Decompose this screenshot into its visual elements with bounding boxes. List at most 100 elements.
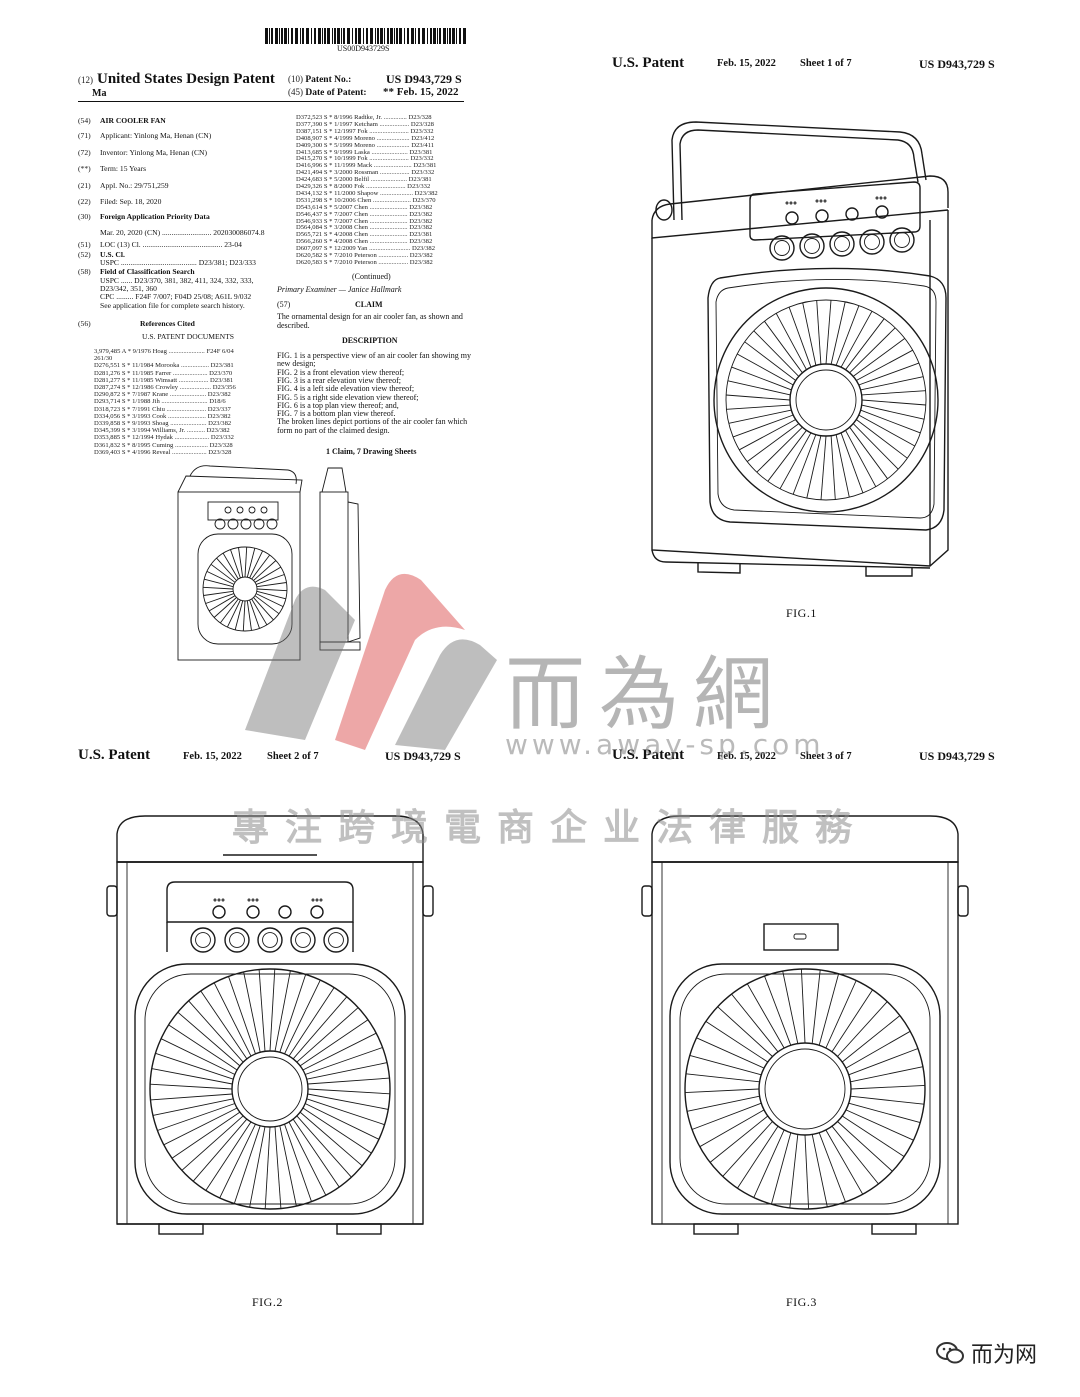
grille-spoke — [848, 1048, 919, 1076]
control-knob — [290, 927, 316, 953]
grille-spoke — [264, 1126, 271, 1209]
description-line: FIG. 5 is a right side elevation view th… — [277, 392, 419, 402]
field-row: (**)Term: 15 Years — [78, 164, 146, 173]
grille-spoke — [746, 983, 785, 1049]
date-value: Feb. 15, 2022 — [396, 86, 459, 98]
reference-row: D334,056 S * 3/1993 Cook ...............… — [94, 412, 231, 420]
reference-row: D416,996 S * 11/1999 Mack ..............… — [296, 162, 437, 170]
description-line: new design; — [277, 359, 316, 369]
grille-spoke — [775, 313, 807, 370]
field-text: Field of Classification Search — [100, 267, 195, 276]
control-knob — [323, 927, 349, 953]
reference-row: D287,274 S * 12/1986 Crowley ...........… — [94, 384, 236, 391]
grille-spoke — [728, 409, 792, 424]
control-knob-inner — [295, 932, 311, 948]
reference-row: D546,933 S * 7/2007 Chen ...............… — [296, 217, 433, 225]
claims-sheets: 1 Claim, 7 Drawing Sheets — [326, 447, 417, 456]
claim-heading: CLAIM — [355, 300, 383, 309]
grille-spoke — [171, 1111, 241, 1159]
field-code: (54) — [78, 116, 91, 125]
description-line: FIG. 7 is a bottom plan view thereof. — [277, 409, 396, 419]
reference-row: D377,390 S * 1/1997 Ketcham ............… — [296, 120, 434, 128]
grille-spoke — [152, 1098, 234, 1116]
grille-spoke — [202, 586, 234, 590]
watermark-brand: 而為網 — [505, 648, 787, 741]
grille-spoke — [736, 353, 794, 386]
grille-spoke — [188, 1000, 244, 1063]
grille-spoke — [739, 419, 796, 451]
date-label: Date of Patent: — [305, 88, 367, 98]
grille-spoke — [242, 600, 246, 632]
grille-spoke — [253, 597, 274, 621]
grille-spoke — [788, 306, 812, 368]
description-line: form no part of the claimed design. — [277, 425, 390, 435]
control-knob-inner — [834, 236, 850, 252]
sheet1-sheet-number: Sheet 1 of 7 — [800, 58, 852, 69]
grille-spoke — [274, 1126, 282, 1209]
grille-spoke — [299, 1111, 363, 1167]
grille-spoke — [254, 595, 280, 615]
control-knob-inner — [804, 238, 820, 254]
grille-spoke — [722, 1121, 773, 1177]
control-knob — [190, 927, 216, 953]
grille-spoke — [288, 1121, 327, 1196]
grille-spoke — [841, 1115, 905, 1157]
code-45: (45) — [288, 87, 303, 97]
grille-spoke — [222, 552, 239, 580]
grille-spoke — [284, 1123, 312, 1202]
field-row: CPC ......... F24F 7/007; F04D 25/08; A6… — [78, 292, 251, 301]
field-code: (**) — [78, 164, 91, 173]
grille-spoke — [850, 1084, 925, 1090]
description-line: FIG. 1 is a perspective view of an air c… — [277, 351, 471, 360]
grille-spoke — [816, 300, 822, 365]
reference-row: D531,298 S * 10/2006 Chen ..............… — [296, 196, 436, 204]
description-line: FIG. 2 is a front elevation view thereof… — [277, 367, 405, 377]
field-text: Applicant: Yinlong Ma, Henan (CN) — [100, 131, 212, 140]
field-code: (52) — [78, 250, 91, 259]
grille-spoke — [818, 973, 840, 1046]
grille-spoke — [825, 1129, 864, 1195]
patent-no-line: (10) Patent No.: — [288, 74, 351, 85]
grille-spoke — [210, 563, 236, 583]
field-text: AIR COOLER FAN — [100, 116, 166, 125]
field-code: (72) — [78, 148, 91, 157]
patent-type-line: (12) United States Design Patent — [78, 70, 275, 88]
field-row: USPC ...................................… — [78, 258, 256, 267]
grille-spoke — [219, 1123, 256, 1199]
grille-spoke — [845, 318, 885, 370]
grille-spoke — [157, 1103, 236, 1131]
field-row: U.S. PATENT DOCUMENTS — [78, 332, 234, 341]
field-row: USPC ...... D23/370, 381, 382, 411, 324,… — [78, 276, 254, 285]
grille-spoke — [205, 1121, 252, 1191]
grille-spoke — [238, 547, 244, 578]
grille-spoke — [804, 1134, 810, 1209]
wechat-account-name: 而为网 — [971, 1343, 1038, 1368]
reference-row: D293,714 S * 1/1988 Jih ................… — [94, 398, 226, 406]
grille-spoke — [205, 593, 235, 604]
patent-number: US D943,729 S — [386, 72, 462, 86]
grille-spoke — [163, 1107, 238, 1146]
control-knob — [859, 229, 885, 255]
field-text: References Cited — [140, 319, 195, 328]
description-line: FIG. 3 is a rear elevation view thereof; — [277, 375, 401, 385]
grille-spoke — [150, 1083, 233, 1090]
grille-spoke — [292, 996, 348, 1060]
field-text: U.S. PATENT DOCUMENTS — [142, 332, 234, 341]
control-knob — [829, 231, 855, 257]
reference-row: D361,832 S * 8/1995 Cuming .............… — [94, 441, 233, 449]
watermark-url: www.away-sp.com — [505, 728, 825, 761]
sheet2-patent-label: U.S. Patent — [78, 747, 151, 763]
grille-spoke — [800, 969, 806, 1044]
patent-type: United States Design Patent — [97, 71, 275, 87]
field-row: (72)Inventor: Yinlong Ma, Henan (CN) — [78, 148, 207, 157]
reference-row: D564,084 S * 3/2008 Chen ...............… — [296, 224, 433, 232]
sheet1-date: Feb. 15, 2022 — [717, 58, 776, 69]
grille-spoke — [255, 574, 285, 585]
grille-spoke — [253, 560, 277, 581]
description-line: FIG. 6 is a top plan view thereof; and, — [277, 400, 399, 410]
reference-row: D353,885 S * 12/1994 Hydak .............… — [94, 434, 234, 442]
field-text: Appl. No.: 29/751,259 — [100, 181, 169, 190]
grille-spoke — [753, 1129, 785, 1198]
grille-spoke — [299, 1019, 369, 1067]
control-knob-inner — [864, 234, 880, 250]
